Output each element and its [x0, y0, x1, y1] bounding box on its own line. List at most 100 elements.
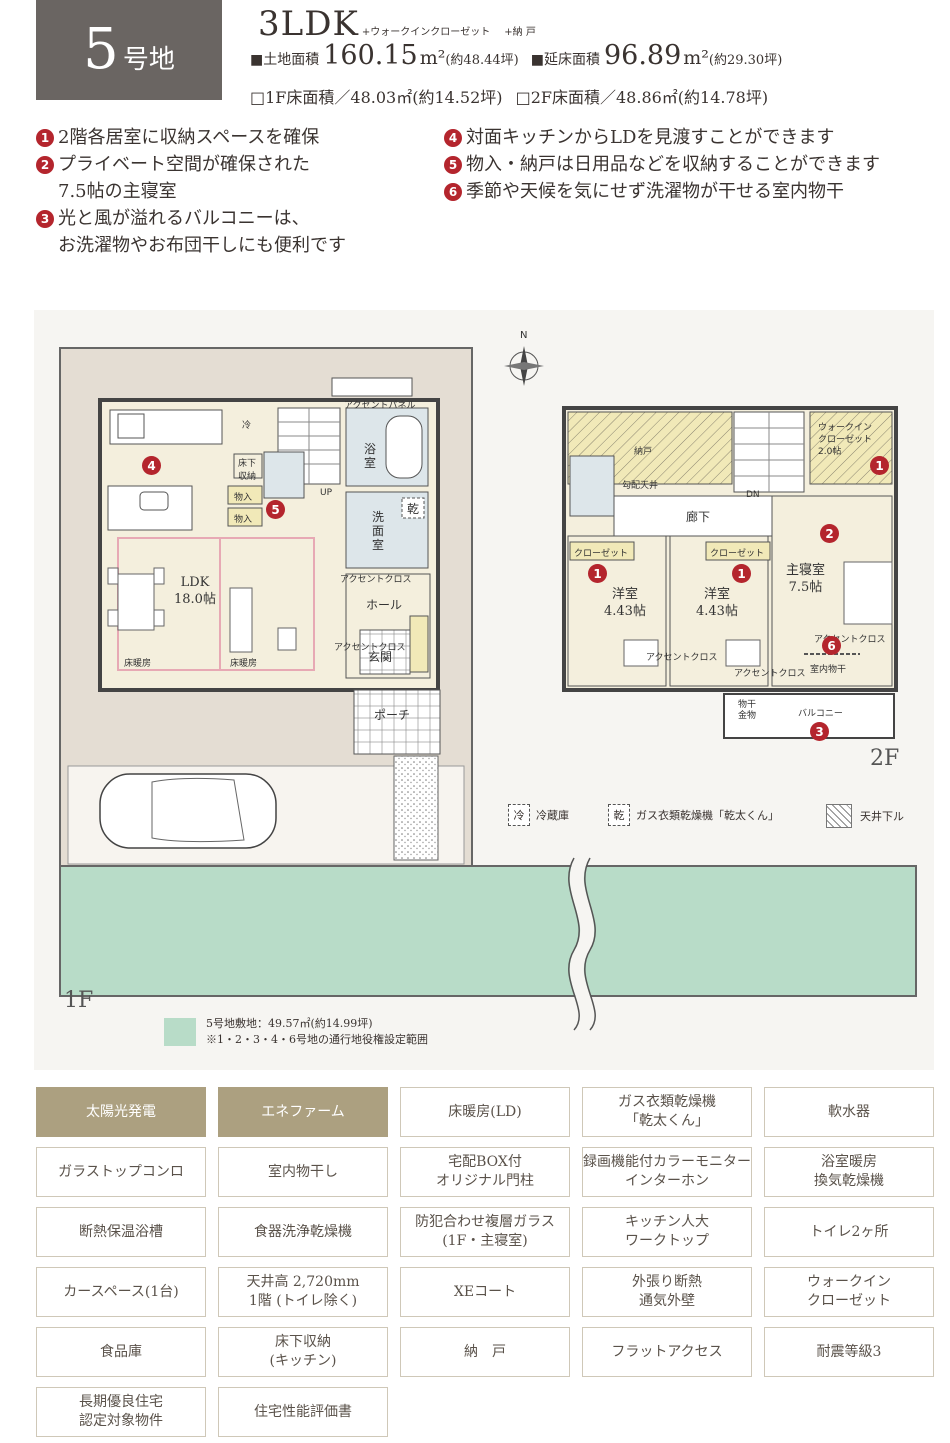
- storage-label-1: 物入: [234, 493, 253, 503]
- marker-5: 5: [266, 500, 285, 519]
- spec-item: 納 戸: [400, 1327, 570, 1377]
- accent-cross-label-a: アクセントクロス: [646, 653, 718, 663]
- floor-2f-tag: 2F: [870, 746, 900, 771]
- marker-3: 3: [810, 722, 829, 741]
- spec-item: 食品庫: [36, 1327, 206, 1377]
- spec-item: フラットアクセス: [582, 1327, 752, 1377]
- closet-label-1: クローゼット: [574, 549, 629, 559]
- spec-item: XEコート: [400, 1267, 570, 1317]
- feature-item: 6 季節や天候を気にせず洗濯物が干せる室内物干: [444, 178, 944, 205]
- marker-6: 6: [822, 636, 841, 655]
- room2-size: 4.43帖: [696, 604, 738, 619]
- feature-text: 季節や天候を気にせず洗濯物が干せる室内物干: [466, 181, 844, 202]
- closet-room-label: 納戸: [634, 447, 653, 457]
- feature-text: 物入・納戸は日用品などを収納することができます: [466, 154, 880, 175]
- porch-label: ポーチ: [374, 708, 411, 722]
- land-area-value: 160.15: [323, 40, 418, 71]
- layout-extra-wic: +ウォークインクローゼット: [361, 27, 491, 38]
- master-name: 主寝室: [786, 563, 826, 578]
- corridor-label: 廊下: [686, 510, 711, 524]
- fridge-mark: 冷: [242, 421, 252, 431]
- lot-suffix: 号地: [122, 44, 175, 75]
- marker-1: 1: [732, 564, 751, 583]
- room1-size: 4.43帖: [604, 604, 646, 619]
- legend-ceiling: 天井下ル: [826, 804, 904, 828]
- spec-item: ガラストップコンロ: [36, 1147, 206, 1197]
- feature-item: 3 光と風が溢れるバルコニーは、 お洗濯物やお布団干しにも便利です: [36, 205, 436, 259]
- feature-number: 6: [444, 183, 462, 201]
- fridge-legend-text: 冷蔵庫: [536, 809, 569, 822]
- room1-name: 洋室: [611, 587, 638, 602]
- master-size: 7.5帖: [788, 580, 823, 595]
- floor2-area: □2F床面積／48.86㎡(約14.78坪): [515, 88, 769, 107]
- legend-fridge: 冷 冷蔵庫: [508, 804, 569, 826]
- closet-label-2: クローゼット: [710, 549, 765, 559]
- feature-text: 2階各居室に収納スペースを確保: [58, 127, 320, 148]
- feature-number: 2: [36, 156, 54, 174]
- floor-area-unit: m²: [683, 47, 709, 69]
- feature-item: 1 2階各居室に収納スペースを確保: [36, 124, 436, 151]
- legend-dryer: 乾 ガス衣類乾燥機「乾太くん」: [608, 804, 779, 826]
- layout-extra-storage: +納 戸: [504, 27, 536, 38]
- feature-number: 1: [36, 129, 54, 147]
- floor-area-value: 96.89: [603, 40, 682, 71]
- indoor-dry-label: 室内物干: [810, 665, 847, 675]
- easement-note-line1: 5号地敷地：49.57㎡(約14.99坪): [206, 1017, 373, 1030]
- layout-type: 3LDK +ウォークインクローゼット +納 戸: [258, 4, 536, 44]
- accent-panel-label: アクセントパネル: [344, 401, 416, 411]
- spec-item: 天井高 2,720mm 1階 (トイレ除く): [218, 1267, 388, 1317]
- spec-item: キッチン人大 ワークトップ: [582, 1207, 752, 1257]
- floor-area-tsubo: (約29.30坪): [708, 53, 783, 68]
- spec-item: 宅配BOX付 オリジナル門柱: [400, 1147, 570, 1197]
- dryer-mark: 乾: [407, 502, 420, 516]
- feature-text: プライベート空間が確保された 7.5帖の主寝室: [58, 154, 310, 202]
- room1-label: 洋室 4.43帖: [604, 586, 646, 620]
- storage-label-2: 物入: [234, 515, 253, 525]
- spec-item: エネファーム: [218, 1087, 388, 1137]
- spec-item: 床暖房(LD): [400, 1087, 570, 1137]
- room2-name: 洋室: [703, 587, 730, 602]
- spec-item: 室内物干し: [218, 1147, 388, 1197]
- spec-item: 床下収納 (キッチン): [218, 1327, 388, 1377]
- easement-note: 5号地敷地：49.57㎡(約14.99坪) ※1・2・3・4・6号地の通行地役権…: [206, 1016, 428, 1048]
- floor-plan-drawing: [59, 346, 917, 1035]
- spec-grid: 太陽光発電エネファーム床暖房(LD)ガス衣類乾燥機 「乾太くん」軟水器ガラストッ…: [36, 1087, 934, 1437]
- floor-plan: 冷 床下 収納 物入 物入 UP アクセントパネル 浴 室 乾 洗 面 室 アク…: [34, 310, 934, 1070]
- floor-1f-tag: 1F: [64, 988, 94, 1013]
- lot-number: 5: [83, 17, 119, 82]
- easement-area: [59, 865, 917, 997]
- compass-icon: [504, 346, 544, 386]
- feature-number: 3: [36, 210, 54, 228]
- feature-text: 光と風が溢れるバルコニーは、 お洗濯物やお布団干しにも便利です: [58, 208, 346, 256]
- accent-cross-label-c: アクセントクロス: [814, 635, 886, 645]
- spec-item: カースペース(1台): [36, 1267, 206, 1317]
- land-area-tsubo: (約48.44坪): [445, 53, 519, 68]
- master-label: 主寝室 7.5帖: [786, 562, 825, 596]
- spec-item: 録画機能付カラーモニター インターホン: [582, 1147, 752, 1197]
- marker-1: 1: [588, 564, 607, 583]
- feature-number: 5: [444, 156, 462, 174]
- accent-cross-label-1: アクセントクロス: [340, 575, 412, 585]
- wic-label: ウォークイン クローゼット 2.0帖: [818, 423, 873, 457]
- layout-label: 3LDK: [258, 4, 359, 44]
- accent-cross-label-b: アクセントクロス: [734, 669, 806, 679]
- feature-number: 4: [444, 129, 462, 147]
- underfloor-storage-label: 床下 収納: [238, 459, 257, 482]
- lot-badge: 5 号地: [36, 0, 222, 100]
- floor1-area: □1F床面積／48.03㎡(約14.52坪): [250, 88, 503, 107]
- dryer-legend-text: ガス衣類乾燥機「乾太くん」: [636, 809, 779, 822]
- features-right: 4 対面キッチンからLDを見渡すことができます 5 物入・納戸は日用品などを収納…: [444, 124, 944, 205]
- feature-item: 4 対面キッチンからLDを見渡すことができます: [444, 124, 944, 151]
- ldk-name: LDK: [180, 575, 210, 590]
- marker-2: 2: [820, 524, 839, 543]
- bath-label: 浴 室: [364, 442, 377, 470]
- spec-item: 耐震等級3: [764, 1327, 934, 1377]
- fridge-symbol: 冷: [508, 804, 530, 826]
- spec-item: 太陽光発電: [36, 1087, 206, 1137]
- dryer-symbol: 乾: [608, 804, 630, 826]
- floor-areas: □1F床面積／48.03㎡(約14.52坪) □2F床面積／48.86㎡(約14…: [250, 84, 776, 108]
- easement-swatch: [164, 1018, 196, 1046]
- land-area-label: ■土地面積: [250, 52, 320, 68]
- spec-item: 住宅性能評価書: [218, 1387, 388, 1437]
- feature-item: 2 プライベート空間が確保された 7.5帖の主寝室: [36, 151, 436, 205]
